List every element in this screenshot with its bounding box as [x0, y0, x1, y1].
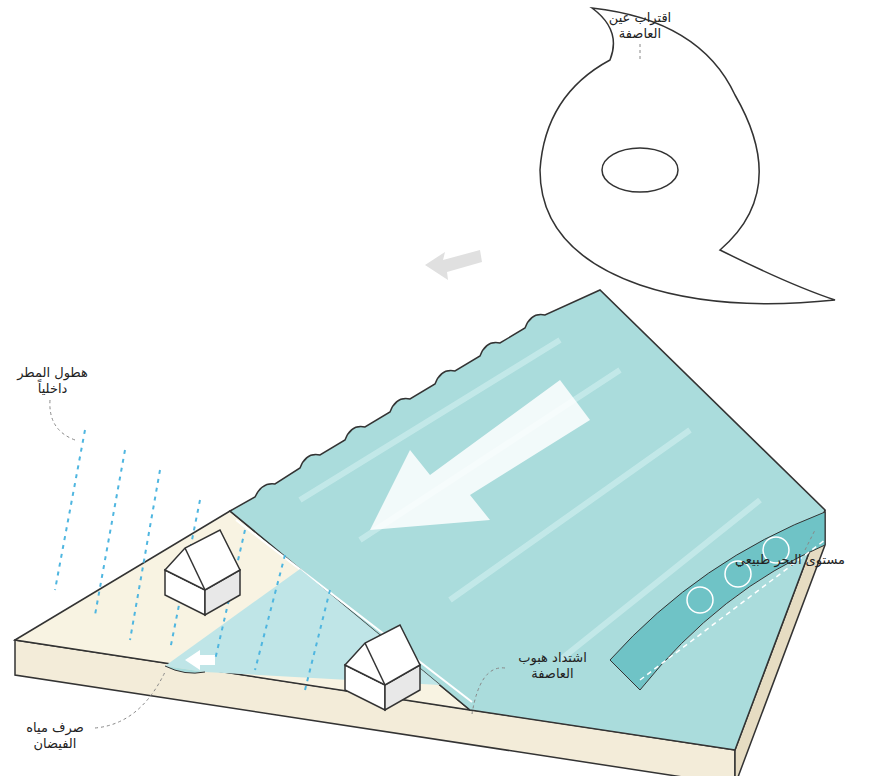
wave-circles	[687, 537, 789, 613]
leader-line	[95, 672, 165, 728]
callout-label: مستوى البحر طبيعي	[715, 552, 865, 568]
storm-eye	[602, 148, 678, 192]
callout-label: هطول المطر داخلياً	[10, 365, 95, 397]
surge-water	[230, 290, 825, 750]
rain-streak	[95, 450, 125, 615]
callout-label: صرف مياه الفيضان	[15, 720, 95, 752]
hurricane-symbol	[540, 8, 835, 304]
house	[165, 530, 240, 615]
water-cross-section	[610, 512, 825, 690]
house-roof	[165, 530, 240, 590]
water-stripe	[360, 370, 620, 540]
wind-arrow	[370, 380, 590, 530]
drain-arrow	[185, 650, 215, 670]
callout-label: اشتداد هبوب العاصفة	[505, 650, 600, 682]
rain-streak	[130, 470, 160, 640]
leader-line	[472, 668, 505, 714]
house-roof	[345, 625, 420, 685]
storm-direction-arrow	[425, 250, 482, 280]
house	[345, 625, 420, 710]
house-ridge	[365, 643, 385, 685]
leader-line	[640, 44, 641, 62]
rain-streak	[305, 590, 330, 690]
leader-lines	[50, 44, 815, 728]
callout-label: اقتراب عين العاصفة	[595, 10, 685, 42]
leader-line	[50, 400, 75, 440]
leader-line	[805, 530, 815, 550]
rain-streak	[255, 555, 285, 670]
wave-circle	[687, 587, 713, 613]
house-ridge	[185, 548, 205, 590]
rain-streak	[55, 430, 85, 590]
rain	[55, 430, 330, 690]
